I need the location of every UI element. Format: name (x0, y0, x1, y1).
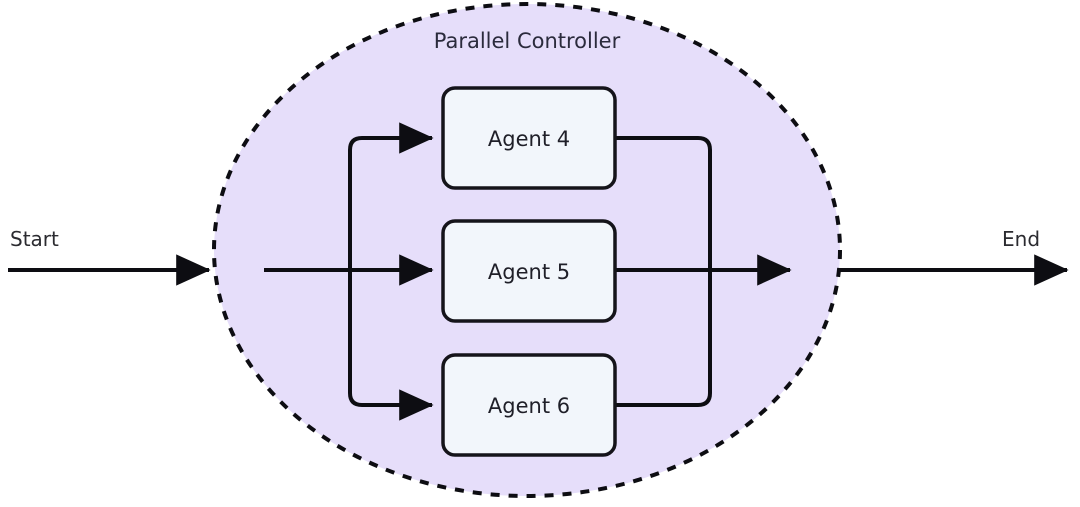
node-agent-5-box[interactable] (441, 219, 617, 323)
node-agent-6-label: Agent 6 (488, 394, 570, 418)
node-agent-4-label: Agent 4 (488, 127, 570, 151)
start-label: Start (10, 227, 59, 251)
node-agent-6[interactable]: Agent 6 (441, 353, 617, 457)
node-agent-4-box[interactable] (441, 86, 617, 190)
node-agent-5[interactable]: Agent 5 (441, 219, 617, 323)
edge-split-to-agent-6 (348, 270, 434, 421)
edge-agent-6-to-merge (615, 270, 712, 407)
end-label: End (1002, 227, 1040, 251)
group-title-label: Parallel Controller (434, 29, 621, 53)
node-agent-6-box[interactable] (441, 353, 617, 457)
edge-split-to-agent-4 (348, 122, 434, 270)
node-agent-4[interactable]: Agent 4 (441, 86, 617, 190)
node-agent-5-label: Agent 5 (488, 260, 570, 284)
edge-agent-4-to-merge (615, 136, 712, 270)
